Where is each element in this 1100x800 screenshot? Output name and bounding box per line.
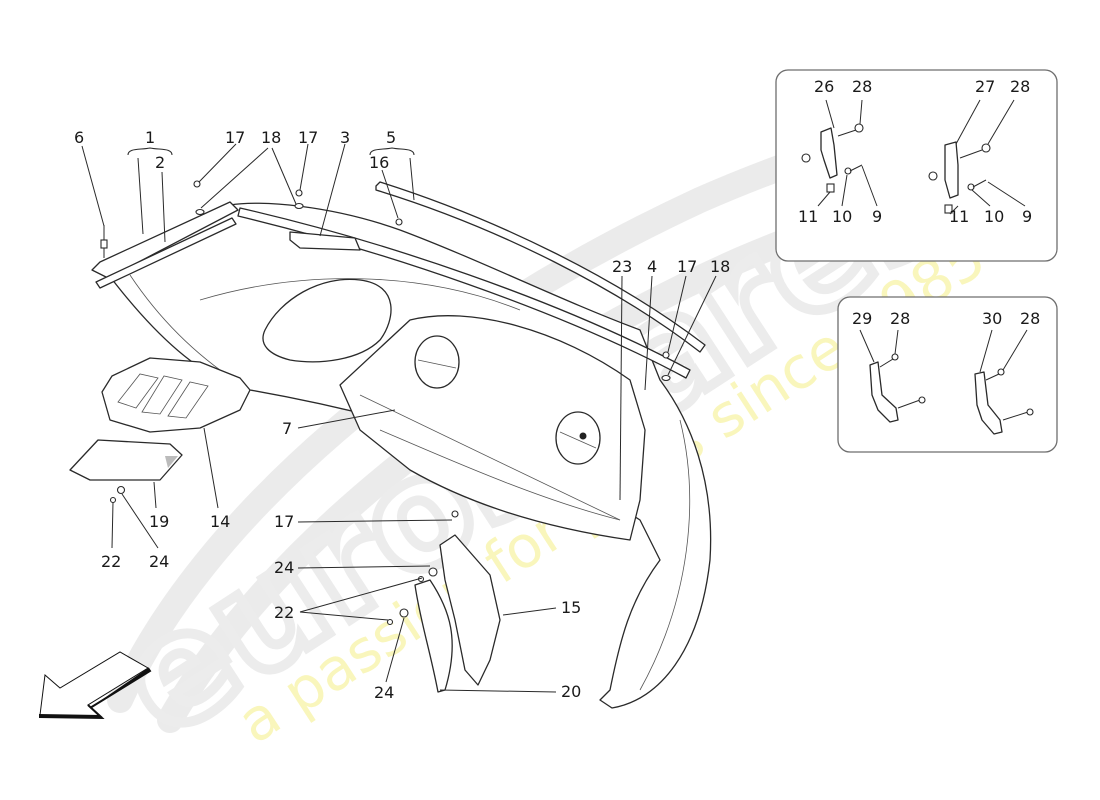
inset-callout-10: 10 (984, 207, 1004, 226)
left-grille (101, 357, 251, 433)
inset-callout-9: 9 (872, 207, 882, 226)
callout-17: 17 (225, 128, 245, 147)
inset-callout-10: 10 (832, 207, 852, 226)
callout-7: 7 (282, 419, 292, 438)
left-grille-cover (69, 439, 183, 481)
callout-19: 19 (149, 512, 169, 531)
upper-mesh-strip (237, 181, 706, 379)
callout-4: 4 (647, 257, 657, 276)
callout-16: 16 (369, 153, 389, 172)
callout-17: 17 (677, 257, 697, 276)
upper-opening (262, 278, 392, 363)
callout-6: 6 (74, 128, 84, 147)
callout-3: 3 (340, 128, 350, 147)
inset-callout-11: 11 (949, 207, 969, 226)
callout-18: 18 (261, 128, 281, 147)
callout-15: 15 (561, 598, 581, 617)
inset-callout-28: 28 (890, 309, 910, 328)
callout-labels: 6 1 2 17 18 17 3 5 16 23 4 17 18 7 19 14… (74, 128, 730, 702)
callout-22: 22 (101, 552, 121, 571)
inset-callout-28: 28 (852, 77, 872, 96)
inset-top: 26 28 11 10 9 27 28 11 10 9 (775, 69, 1058, 262)
inset-callout-28: 28 (1020, 309, 1040, 328)
callout-1: 1 (145, 128, 155, 147)
center-bracket (289, 231, 361, 251)
callout-18: 18 (710, 257, 730, 276)
hardware (100, 180, 671, 626)
callout-24: 24 (274, 558, 294, 577)
callout-23: 23 (612, 257, 632, 276)
callout-22: 22 (274, 603, 294, 622)
callout-14: 14 (210, 512, 230, 531)
inset-callout-28: 28 (1010, 77, 1030, 96)
inset-callout-9: 9 (1022, 207, 1032, 226)
inset-top-frame (775, 69, 1058, 262)
callout-20: 20 (561, 682, 581, 701)
callout-5: 5 (386, 128, 396, 147)
callout-17: 17 (274, 512, 294, 531)
inner-reinforcement-panel (339, 315, 646, 541)
inset-bottom: 29 28 30 28 (837, 296, 1058, 453)
inset-callout-27: 27 (975, 77, 995, 96)
inset-callout-11: 11 (798, 207, 818, 226)
callout-17: 17 (298, 128, 318, 147)
inset-callout-26: 26 (814, 77, 834, 96)
inset-callout-30: 30 (982, 309, 1002, 328)
callout-2: 2 (155, 153, 165, 172)
inset-callout-29: 29 (852, 309, 872, 328)
bumper-cover (104, 202, 712, 709)
leader-lines (81, 143, 717, 693)
callout-24: 24 (374, 683, 394, 702)
callout-24: 24 (149, 552, 169, 571)
right-lower-grille (439, 534, 501, 686)
direction-arrow-icon (39, 651, 152, 720)
